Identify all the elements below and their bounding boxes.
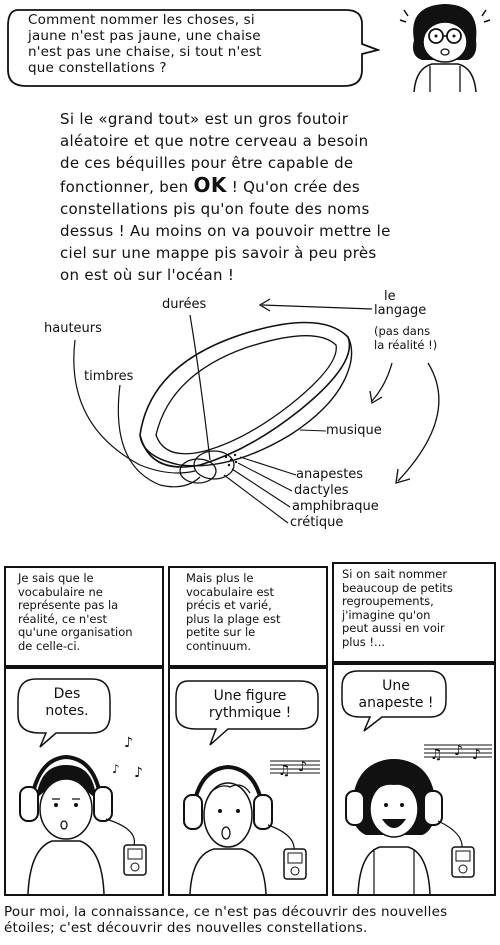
panel-2-art: ♫ ♪	[175, 680, 320, 894]
svg-text:♫: ♫	[430, 747, 443, 763]
bubble-line: Une figure	[213, 688, 287, 704]
continuum-ring-diagram	[73, 298, 440, 524]
intro-line: aléatoire et que notre cerveau a besoin	[60, 132, 369, 150]
intro-line: fonctionner, ben OK ! Qu'on crée des	[60, 174, 460, 198]
caption-line: Si on sait nommer	[342, 567, 448, 581]
intro-line: on est où sur l'océan !	[60, 266, 235, 284]
panel-2-bubble-text: Une figure rythmique !	[178, 688, 322, 722]
intro-line: constellations pis qu'on foute des noms	[60, 200, 370, 218]
intro-line: dessus ! Au moins on va pouvoir mettre l…	[60, 222, 391, 240]
caption-line: regroupements,	[342, 594, 434, 608]
panel-3-caption-box	[332, 562, 496, 663]
label-cretique: crétique	[290, 515, 344, 530]
label-amphibraque: amphibraque	[292, 499, 379, 514]
top-bubble-line: que constellations ?	[28, 60, 167, 76]
caption-line: plus !...	[342, 634, 386, 649]
intro-line-part: ! Qu'on crée des	[226, 178, 361, 196]
label-durees: durées	[162, 297, 207, 312]
panel-3-art: ♫ ♪ ♪	[341, 670, 492, 894]
caption-line: qu'une organisation	[18, 625, 133, 639]
svg-text:♪: ♪	[134, 765, 143, 781]
intro-paragraph: Si le «grand tout» est un gros foutoir a…	[60, 108, 460, 286]
caption-line: de celle-ci.	[18, 638, 81, 653]
intro-line: ciel sur une mappe pis savoir à peu près	[60, 244, 377, 262]
top-bubble-text: Comment nommer les choses, si jaune n'es…	[28, 12, 348, 76]
label-dactyles: dactyles	[294, 483, 349, 498]
intro-line: Si le «grand tout» est un gros foutoir	[60, 110, 349, 128]
panel-3-bubble-text: Une anapeste !	[346, 678, 446, 712]
caption-line: représente pas la	[18, 598, 119, 612]
panel-1-art: ♪ ♪ ♪	[17, 678, 147, 894]
ring-band	[139, 321, 351, 468]
caption-line: peut aussi en voir	[342, 621, 445, 635]
top-bubble-line: Comment nommer les choses, si	[28, 12, 255, 28]
label-timbres: timbres	[84, 369, 134, 384]
caption-line: Je sais que le	[18, 571, 94, 585]
top-bubble-line: jaune n'est pas jaune, une chaise	[28, 28, 261, 44]
bubble-line: Une	[382, 678, 410, 694]
panel-2-caption: Mais plus le vocabulaire est précis et v…	[186, 571, 326, 653]
bubble-line: notes.	[45, 703, 89, 719]
panel-1-bubble-text: Des notes.	[24, 686, 110, 720]
bubble-line: Des	[53, 686, 81, 702]
bottom-line: Pour moi, la connaissance, ce n'est pas …	[4, 904, 448, 920]
caption-line: réalité, ce n'est	[18, 611, 107, 626]
label-note1: (pas dans	[374, 324, 431, 338]
bottom-caption: Pour moi, la connaissance, ce n'est pas …	[4, 904, 496, 936]
caption-line: précis et varié,	[186, 598, 272, 612]
caption-line: j'imagine qu'on	[342, 607, 431, 622]
ok-emphasis: OK	[193, 173, 227, 197]
svg-text:♪: ♪	[298, 759, 307, 775]
panel-1-caption-box	[4, 566, 164, 667]
top-speech-bubble	[7, 9, 380, 87]
caption-line: Mais plus le	[186, 571, 254, 585]
label-hauteurs: hauteurs	[44, 321, 102, 336]
bottom-line: étoiles; c'est découvrir des nouvelles c…	[4, 920, 368, 936]
svg-text:♪: ♪	[454, 743, 463, 759]
narrator-portrait	[399, 4, 491, 92]
top-bubble-line: n'est pas une chaise, si tout n'est	[28, 44, 262, 60]
caption-line: vocabulaire ne	[18, 584, 103, 599]
bubble-line: rythmique !	[208, 705, 292, 721]
panel-2-caption-box	[168, 566, 328, 667]
bubble-line: anapeste !	[358, 695, 434, 711]
label-le: le	[384, 289, 396, 304]
caption-line: continuum.	[186, 638, 252, 653]
ring-band-lower	[139, 336, 353, 467]
caption-line: petite sur le	[186, 625, 256, 639]
label-musique: musique	[326, 423, 382, 438]
caption-line: plus la plage est	[186, 611, 281, 626]
label-langage: langage	[374, 303, 427, 318]
label-note2: la réalité !)	[374, 338, 438, 352]
panel-3-caption: Si on sait nommer beaucoup de petits reg…	[342, 567, 492, 649]
label-anapestes: anapestes	[296, 467, 364, 482]
panel-1-caption: Je sais que le vocabulaire ne représente…	[18, 571, 160, 653]
caption-line: beaucoup de petits	[342, 580, 453, 595]
intro-line-part: fonctionner, ben	[60, 178, 194, 196]
svg-text:♪: ♪	[124, 735, 133, 751]
intro-line: de ces béquilles pour être capable de	[60, 154, 354, 172]
ring-band-inner	[155, 335, 337, 455]
svg-text:♫: ♫	[278, 763, 291, 779]
svg-text:♪: ♪	[112, 762, 120, 776]
caption-line: vocabulaire est	[186, 584, 275, 599]
svg-text:♪: ♪	[472, 747, 481, 763]
